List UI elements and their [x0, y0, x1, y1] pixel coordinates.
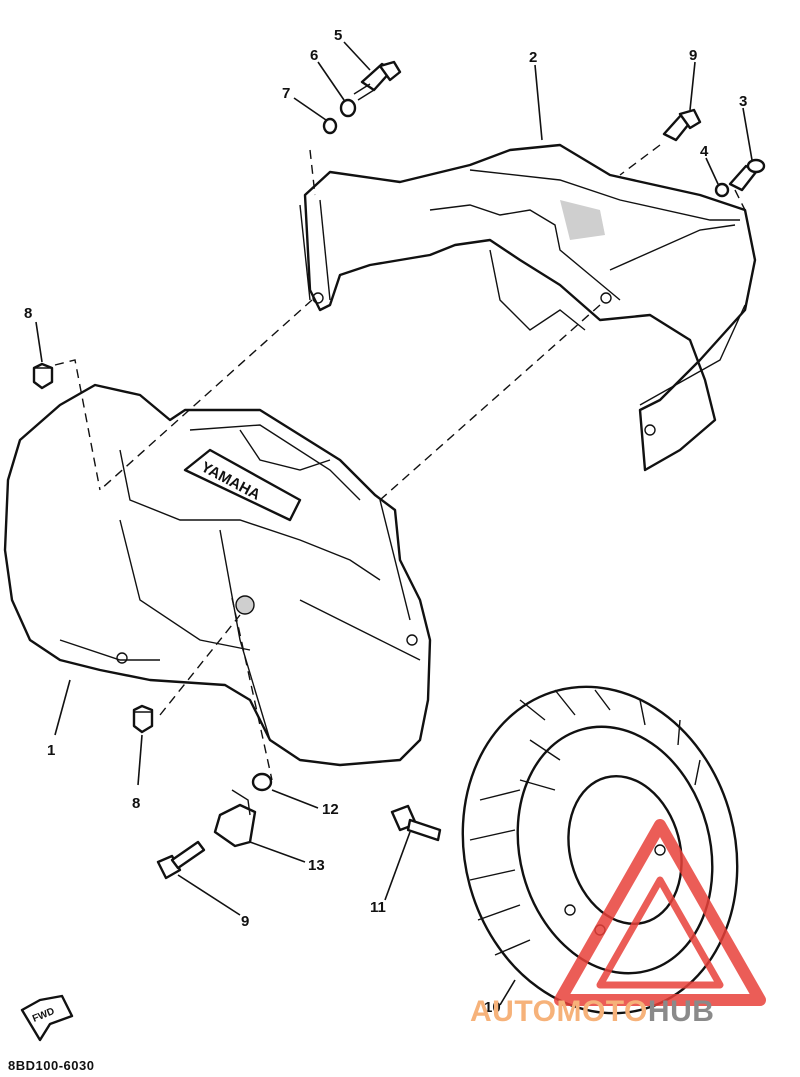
upper-shroud-part [299, 143, 757, 472]
callout-8-lower: 8 [132, 795, 140, 812]
watermark-logo-icon [554, 819, 766, 1006]
bolt-5-icon [353, 60, 402, 101]
callout-10: 10 [484, 999, 501, 1016]
watermark-text: AUTOMOTOHUB [470, 995, 714, 1029]
callout-9-upper: 9 [689, 47, 697, 64]
leader-lines [35, 41, 753, 1006]
callout-5: 5 [334, 27, 342, 44]
watermark-text-part-a: AUTOMOTO [470, 995, 648, 1028]
alignment-lines [54, 144, 746, 781]
bolt-9-lower-icon [156, 840, 206, 880]
screw-3-icon [728, 158, 766, 192]
callout-8-upper: 8 [24, 305, 32, 322]
washer-6-icon [339, 98, 357, 118]
nut-8-lower-icon [132, 704, 154, 734]
washer-7-icon [322, 117, 338, 135]
callout-4: 4 [700, 143, 709, 160]
callout-12: 12 [322, 801, 339, 818]
callout-7: 7 [282, 85, 290, 102]
washer-4-icon [714, 182, 730, 198]
callout-2: 2 [529, 49, 537, 66]
callout-13: 13 [308, 857, 325, 874]
main-cover-part: YAMAHA [3, 383, 432, 767]
fwd-arrow-icon: FWD [20, 994, 74, 1042]
bolt-9-upper-icon [662, 108, 702, 142]
clamp-13-icon [213, 789, 257, 848]
nut-8-upper-icon [32, 362, 54, 390]
callout-9-lower: 9 [241, 913, 249, 930]
callout-11: 11 [370, 899, 386, 916]
watermark-text-part-b: HUB [647, 995, 715, 1028]
bolt-11-icon [390, 804, 442, 842]
diagram-code-label: 8BD100-6030 [8, 1058, 95, 1073]
grommet-12-icon [251, 772, 273, 792]
callout-1: 1 [47, 742, 55, 759]
callout-6: 6 [310, 47, 318, 64]
callout-3: 3 [739, 93, 747, 110]
